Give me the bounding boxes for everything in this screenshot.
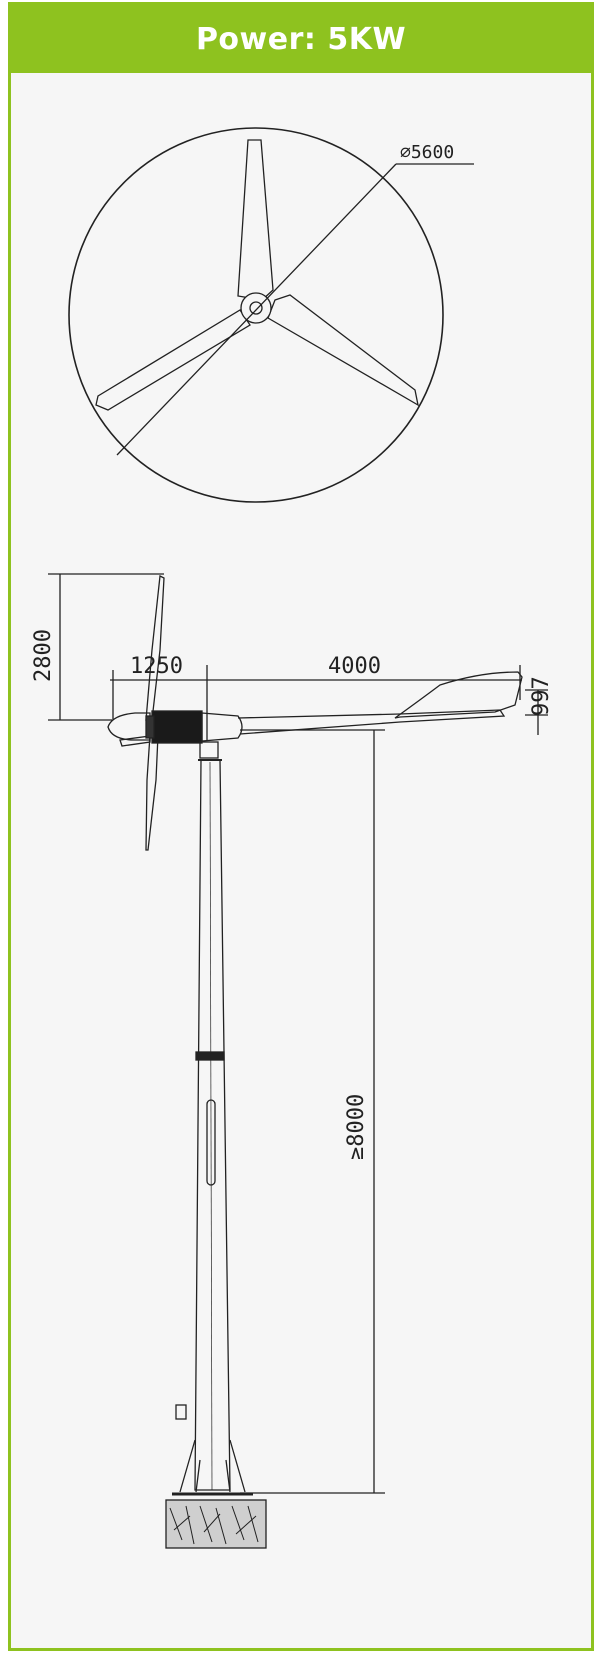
side-blade-lower bbox=[145, 734, 159, 851]
tower bbox=[194, 759, 231, 1491]
dim-1250-label: 1250 bbox=[130, 654, 183, 679]
hub bbox=[240, 292, 272, 324]
blade-top bbox=[237, 139, 274, 301]
tower-center-line bbox=[209, 761, 213, 1491]
dim-8000-label: ≥8000 bbox=[344, 1094, 369, 1160]
foundation-hatch bbox=[169, 1505, 259, 1545]
base-gussets bbox=[179, 1439, 246, 1493]
generator bbox=[151, 710, 203, 744]
hub-center bbox=[249, 301, 263, 315]
side-blade-short bbox=[119, 735, 151, 747]
nacelle bbox=[201, 712, 243, 742]
front-view: ⌀5600 bbox=[68, 127, 474, 503]
side-blade-upper bbox=[145, 575, 165, 721]
rotor-circle bbox=[68, 127, 444, 503]
side-view: 2800 1250 4000 997 bbox=[31, 573, 554, 1549]
tail-boom bbox=[237, 709, 506, 735]
tower-hinge bbox=[206, 1099, 216, 1186]
diameter-line bbox=[116, 163, 397, 456]
card-header: Power: 5KW bbox=[11, 5, 591, 73]
tower-flange bbox=[195, 1051, 225, 1061]
tower-bracket bbox=[175, 1404, 187, 1420]
power-title: Power: 5KW bbox=[195, 21, 407, 57]
nose-cone bbox=[107, 712, 151, 741]
blade-right bbox=[267, 294, 419, 407]
generator-flange bbox=[145, 715, 155, 739]
dim-997-label: 997 bbox=[529, 676, 554, 716]
dim-4000-label: 4000 bbox=[328, 654, 381, 679]
rotor-diameter-label: ⌀5600 bbox=[400, 142, 454, 163]
blade-left bbox=[95, 309, 251, 411]
spec-card: Power: 5KW bbox=[8, 2, 594, 1651]
tail-fin bbox=[394, 671, 523, 719]
dim-2800-label: 2800 bbox=[31, 629, 56, 682]
yaw-joint bbox=[199, 741, 219, 759]
